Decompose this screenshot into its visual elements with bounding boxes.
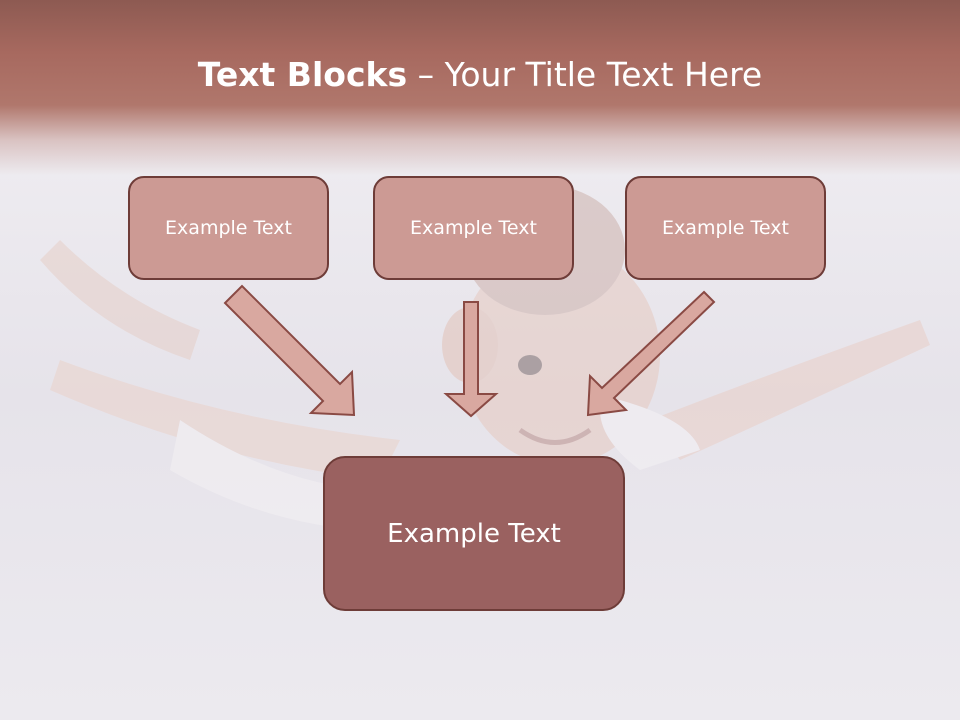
- text-block-1: Example Text: [128, 176, 329, 280]
- text-block-3-label: Example Text: [662, 217, 789, 239]
- target-text-block: Example Text: [323, 456, 625, 611]
- text-block-3: Example Text: [625, 176, 826, 280]
- title-dash: –: [407, 55, 445, 94]
- text-block-1-label: Example Text: [165, 217, 292, 239]
- text-block-2-label: Example Text: [410, 217, 537, 239]
- title-bold: Text Blocks: [197, 55, 408, 94]
- title-band: [0, 0, 960, 175]
- slide-title: Text Blocks – Your Title Text Here: [0, 52, 960, 98]
- target-text-block-label: Example Text: [387, 518, 561, 549]
- text-block-2: Example Text: [373, 176, 574, 280]
- title-rest: Your Title Text Here: [444, 55, 763, 94]
- arrow-right: [586, 290, 716, 417]
- arrow-center: [443, 301, 499, 418]
- arrow-left: [223, 284, 356, 417]
